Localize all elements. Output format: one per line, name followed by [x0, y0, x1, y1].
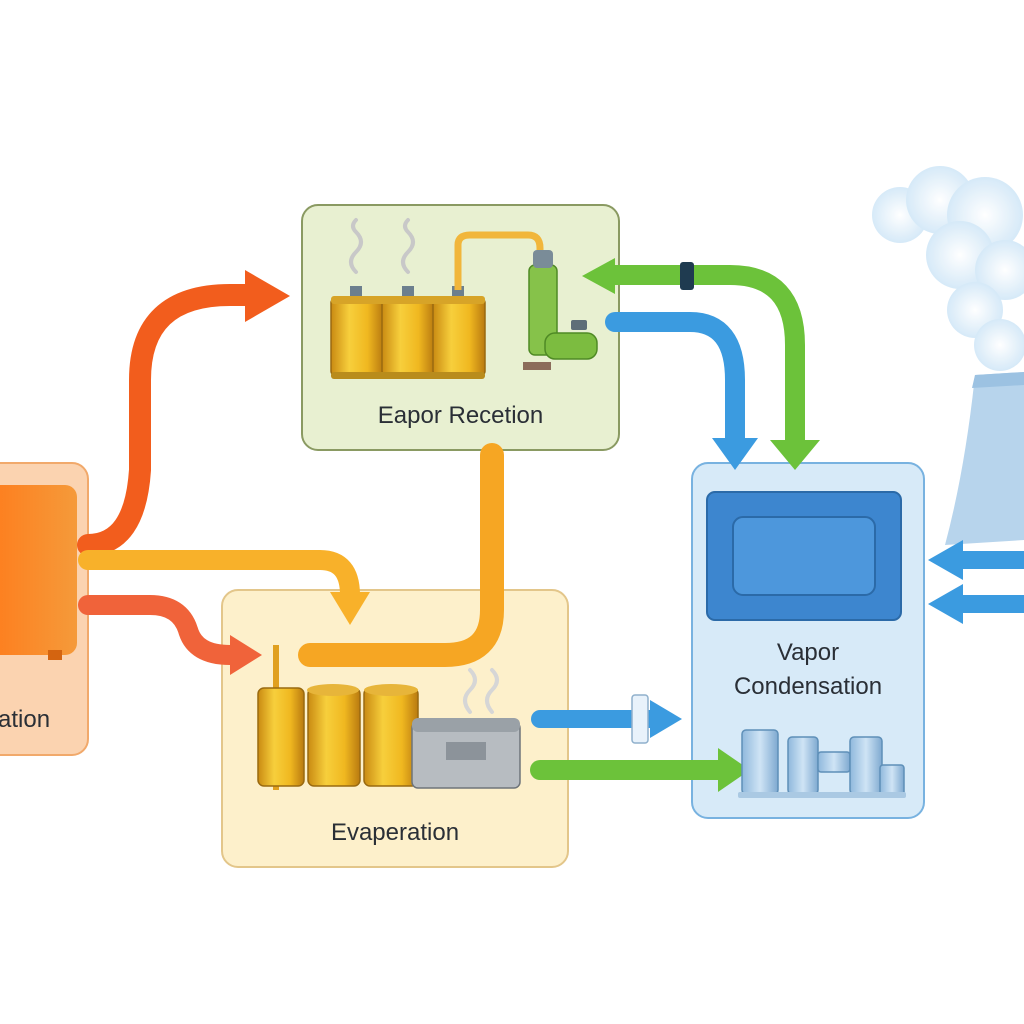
flow-arrows — [77, 258, 1024, 792]
pipe-icon — [454, 231, 544, 290]
steam-icon — [463, 668, 499, 714]
condensation-tanks — [738, 729, 906, 798]
cooling-tower-icon — [872, 166, 1024, 545]
left-box-label-line1: r — [0, 673, 22, 701]
heat-exchanger-icon — [411, 718, 521, 789]
arrow-head-orange-top — [245, 270, 290, 322]
arrow-head-green-bottom — [718, 748, 750, 792]
reception-tanks — [330, 218, 598, 379]
arrow-head-orange-bottom — [230, 635, 262, 675]
condensation-label-line2: Condensation — [733, 673, 883, 700]
arrow-head-blue-mid — [650, 700, 682, 738]
condensation-label-line1: Vapor — [776, 639, 840, 666]
arrow-head-blue-right-2 — [928, 584, 963, 624]
arrow-head-green-top — [582, 258, 615, 294]
evaporation-tanks — [257, 645, 521, 790]
arrow-head-yellow — [330, 592, 370, 625]
left-box-label-line2: ation — [0, 706, 51, 733]
arrow-head-blue-right-1 — [928, 540, 963, 580]
steam-icon — [349, 218, 415, 274]
arrow-head-blue-down — [712, 438, 758, 470]
reception-label: Eapor Recetion — [377, 402, 544, 429]
arrow-head-green-down — [770, 440, 820, 470]
evaporation-label: Evaperation — [330, 819, 460, 846]
